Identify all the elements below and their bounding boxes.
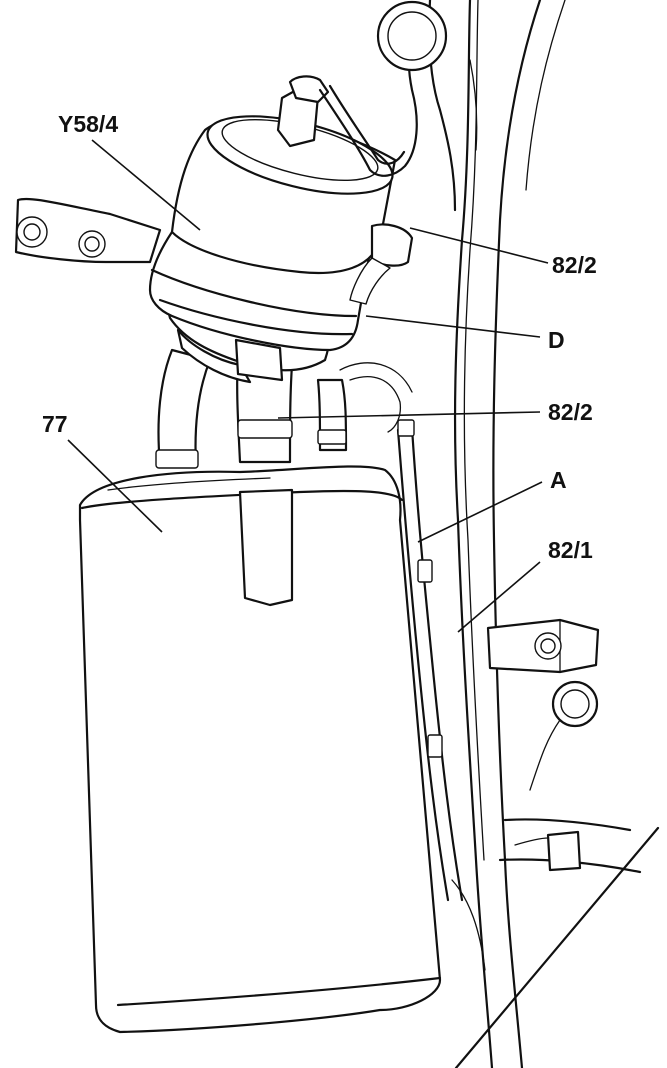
purge-valve-y58-4 (148, 0, 448, 384)
body-panel-outline (428, 0, 660, 1068)
label-d: D (548, 327, 565, 353)
vacuum-line-82-1 (396, 419, 464, 902)
leader-lines (67, 139, 549, 633)
left-mounting-bracket (14, 197, 162, 264)
label-y58-4: Y58/4 (58, 111, 118, 137)
leader-82-2-middle (277, 411, 541, 419)
purge-hoses (155, 348, 413, 469)
leader-82-1 (457, 561, 541, 633)
label-82-2-top: 82/2 (552, 252, 597, 278)
leader-77 (67, 439, 163, 533)
lower-right-clip (514, 830, 582, 872)
charcoal-canister (78, 465, 442, 1034)
leader-y58-4 (91, 139, 201, 231)
label-a: A (550, 467, 567, 493)
label-77: 77 (42, 411, 68, 437)
leader-82-2-top (409, 227, 549, 264)
label-82-2-middle: 82/2 (548, 399, 593, 425)
right-bracket (486, 618, 600, 728)
leader-d (365, 315, 541, 338)
label-82-1: 82/1 (548, 537, 593, 563)
leader-a (417, 481, 543, 543)
